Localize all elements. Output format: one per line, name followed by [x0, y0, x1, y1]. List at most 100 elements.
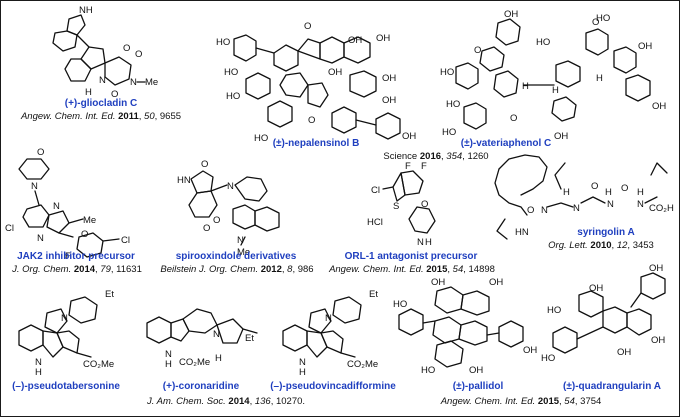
compound-name-nepalensinol: (±)-nepalensinol B — [272, 138, 360, 149]
svg-text:O: O — [201, 159, 208, 170]
svg-text:H: H — [85, 87, 92, 98]
svg-text:N: N — [237, 235, 244, 246]
svg-text:HO: HO — [224, 67, 238, 78]
svg-text:Cl: Cl — [371, 185, 380, 196]
svg-text:O: O — [421, 199, 428, 210]
svg-text:HO: HO — [446, 99, 460, 110]
svg-text:N: N — [37, 233, 44, 244]
svg-text:H: H — [299, 367, 306, 378]
svg-text:N: N — [417, 237, 424, 248]
svg-text:O: O — [111, 89, 118, 100]
svg-text:Cl: Cl — [5, 223, 14, 234]
svg-text:OH: OH — [589, 283, 603, 294]
svg-text:Et: Et — [105, 289, 114, 300]
svg-text:HO: HO — [541, 353, 555, 364]
svg-text:Me: Me — [83, 215, 96, 226]
svg-text:H: H — [522, 81, 529, 92]
svg-text:OH: OH — [382, 95, 396, 106]
svg-text:Et: Et — [369, 289, 378, 300]
svg-text:HO: HO — [254, 133, 268, 144]
svg-text:OH: OH — [328, 67, 342, 78]
svg-text:OH: OH — [523, 345, 537, 356]
compound-name-gliocladin: (+)-gliocladin C — [64, 98, 138, 109]
vateriaphenol-structure: OH O HO HO H O H HO OH HO O HO OH OH H — [440, 9, 666, 142]
reference-science: Science 2016, 354, 1260 — [383, 151, 489, 162]
svg-text:O: O — [135, 49, 142, 60]
svg-text:N: N — [35, 357, 42, 368]
pseudotabersonine-structure: Et N N H CO₂Me — [18, 289, 114, 378]
svg-text:N: N — [165, 349, 172, 360]
svg-text:Cl: Cl — [121, 235, 130, 246]
svg-text:F: F — [65, 251, 71, 262]
compound-name-orl1: ORL-1 antagonist precursor — [344, 251, 478, 262]
jak2-precursor-structure: O N N Me Cl N O F Cl — [5, 147, 130, 262]
svg-text:F: F — [405, 161, 411, 172]
svg-text:S: S — [393, 201, 399, 212]
svg-text:N: N — [325, 313, 332, 324]
svg-text:F: F — [421, 161, 427, 172]
svg-text:OH: OH — [638, 41, 652, 52]
svg-text:N: N — [607, 199, 614, 210]
svg-text:CO₂H: CO₂H — [649, 203, 674, 214]
pseudovincadifformine-structure: Et N N H CO₂Me — [282, 289, 378, 378]
svg-text:H: H — [596, 73, 603, 84]
svg-text:N: N — [541, 205, 548, 216]
svg-text:OH: OH — [469, 365, 483, 376]
svg-text:O: O — [203, 223, 210, 234]
svg-text:HO: HO — [596, 13, 610, 24]
svg-text:O: O — [527, 205, 534, 216]
svg-text:H: H — [637, 187, 644, 198]
svg-text:O: O — [510, 113, 517, 124]
svg-text:OH: OH — [402, 131, 416, 142]
svg-text:N: N — [99, 75, 106, 86]
compound-name-jak2: JAK2 inhibitor precursor — [17, 251, 135, 262]
svg-text:HO: HO — [536, 37, 550, 48]
reference-jak2: J. Org. Chem. 2014, 79, 11631 — [12, 264, 142, 275]
spirooxindole-structure: O HN N O O N Me — [177, 159, 280, 258]
svg-text:HN: HN — [177, 175, 191, 186]
reference-syringolin: Org. Lett. 2010, 12, 3453 — [548, 240, 654, 251]
gliocladin-structure: NH H N O N Me O O — [52, 5, 158, 100]
svg-text:OH: OH — [376, 33, 390, 44]
compound-name-vateriaphenol: (±)-vateriaphenol C — [460, 138, 552, 149]
svg-text:HO: HO — [442, 127, 456, 138]
svg-text:N: N — [213, 329, 220, 340]
svg-text:HO: HO — [216, 37, 230, 48]
svg-text:Me: Me — [237, 247, 250, 258]
svg-text:HO: HO — [226, 91, 240, 102]
pallidol-structure: OH OH HO OH HO OH — [393, 277, 537, 376]
compound-name-pseudotabersonine: (–)-pseudotabersonine — [12, 381, 120, 392]
svg-text:O: O — [213, 215, 220, 226]
svg-text:N: N — [637, 199, 644, 210]
svg-text:O: O — [474, 45, 481, 56]
svg-text:H: H — [165, 359, 172, 370]
svg-text:HO: HO — [393, 299, 407, 310]
svg-text:OH: OH — [651, 335, 665, 346]
svg-text:H: H — [425, 237, 432, 248]
svg-text:N: N — [61, 313, 68, 324]
svg-text:OH: OH — [617, 347, 631, 358]
svg-text:HO: HO — [421, 365, 435, 376]
svg-text:H: H — [563, 187, 570, 198]
svg-text:O: O — [304, 21, 311, 32]
svg-text:OH: OH — [504, 9, 518, 20]
compound-name-quadrangularin: (±)-quadrangularin A — [563, 381, 661, 392]
svg-text:NH: NH — [79, 5, 93, 16]
svg-text:CO₂Me: CO₂Me — [179, 357, 210, 368]
compound-name-pallidol: (±)-pallidol — [452, 381, 504, 392]
svg-text:CO₂Me: CO₂Me — [83, 359, 114, 370]
svg-text:H: H — [605, 187, 612, 198]
svg-text:H: H — [215, 353, 222, 364]
svg-text:CO₂Me: CO₂Me — [347, 359, 378, 370]
svg-text:O: O — [308, 115, 315, 126]
svg-text:N: N — [227, 181, 234, 192]
svg-text:O: O — [591, 181, 598, 192]
svg-text:Et: Et — [245, 333, 254, 344]
quadrangularin-structure: OH OH HO OH HO OH — [541, 263, 666, 364]
svg-text:OH: OH — [489, 277, 503, 288]
svg-text:OH: OH — [649, 263, 663, 274]
svg-text:O: O — [592, 17, 599, 28]
svg-text:O: O — [123, 43, 130, 54]
reference-jacs: J. Am. Chem. Soc. 2014, 136, 10270. — [146, 396, 306, 407]
